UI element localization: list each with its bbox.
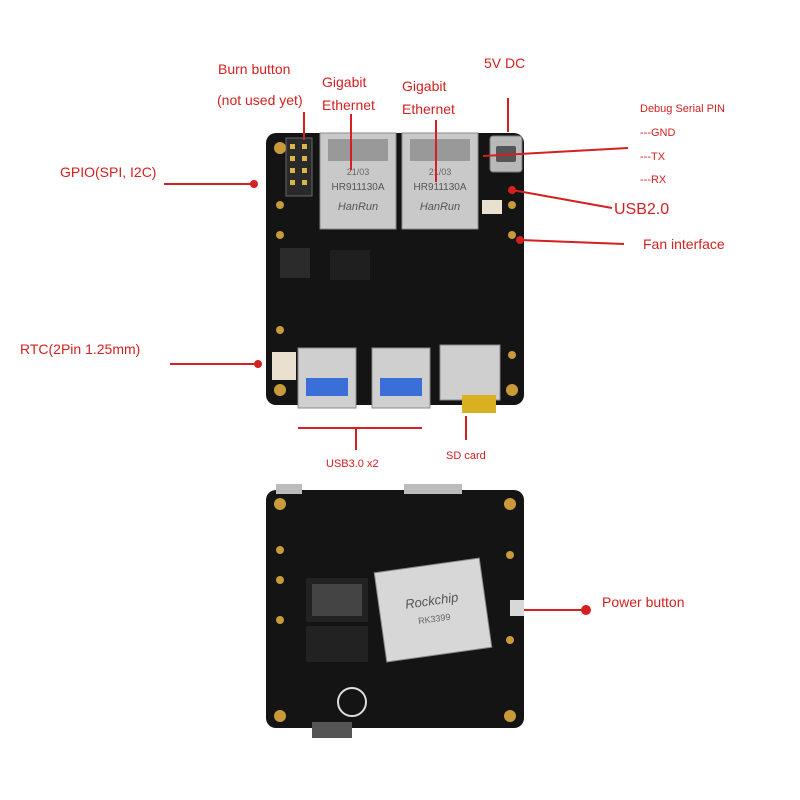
dram-chip-2 [306, 626, 368, 662]
sd-card-slot [439, 344, 501, 401]
debug-serial-label: Debug Serial PIN [640, 103, 725, 115]
rtc-connector [272, 352, 296, 380]
board-logo [337, 687, 367, 717]
sd-card [462, 395, 496, 413]
rtc-label: RTC(2Pin 1.25mm) [20, 341, 141, 357]
ethernet-2-label-line1: Gigabit [402, 78, 447, 94]
power-button [510, 600, 524, 616]
ethernet-1-label-line1: Gigabit [322, 74, 367, 90]
soc-model: RK3399 [417, 612, 451, 626]
rj45-brand-1: HanRun [338, 201, 378, 213]
dc-5v-label: 5V DC [484, 55, 526, 71]
power-button-label: Power button [602, 594, 685, 610]
rj45-model-1: HR911130A [332, 182, 385, 193]
debug-tx-label: ---TX [640, 151, 666, 163]
soc-chip [373, 557, 493, 663]
usb3-label: USB3.0 x2 [326, 458, 379, 470]
rj45-date-2: 21/03 [429, 167, 452, 177]
soc-brand: Rockchip [404, 589, 459, 611]
ethernet-1-label-line2: Ethernet [322, 97, 375, 113]
burn-button-label: Burn button [218, 61, 291, 77]
annotation-lines [164, 98, 629, 615]
sd-card-label: SD card [446, 450, 486, 462]
gpio-label: GPIO(SPI, I2C) [60, 164, 157, 180]
usb2-label: USB2.0 [614, 201, 670, 218]
fan-connector [482, 200, 502, 214]
rj45-date-1: 21/03 [347, 167, 370, 177]
burn-button-sublabel: (not used yet) [217, 92, 303, 108]
ethernet-2-label-line2: Ethernet [402, 101, 455, 117]
rj45-model-2: HR911130A [414, 182, 467, 193]
gpio-header [285, 137, 313, 197]
debug-rx-label: ---RX [640, 174, 667, 186]
fan-interface-label: Fan interface [643, 236, 725, 252]
rj45-brand-2: HanRun [420, 201, 460, 213]
debug-gnd-label: ---GND [640, 127, 676, 139]
